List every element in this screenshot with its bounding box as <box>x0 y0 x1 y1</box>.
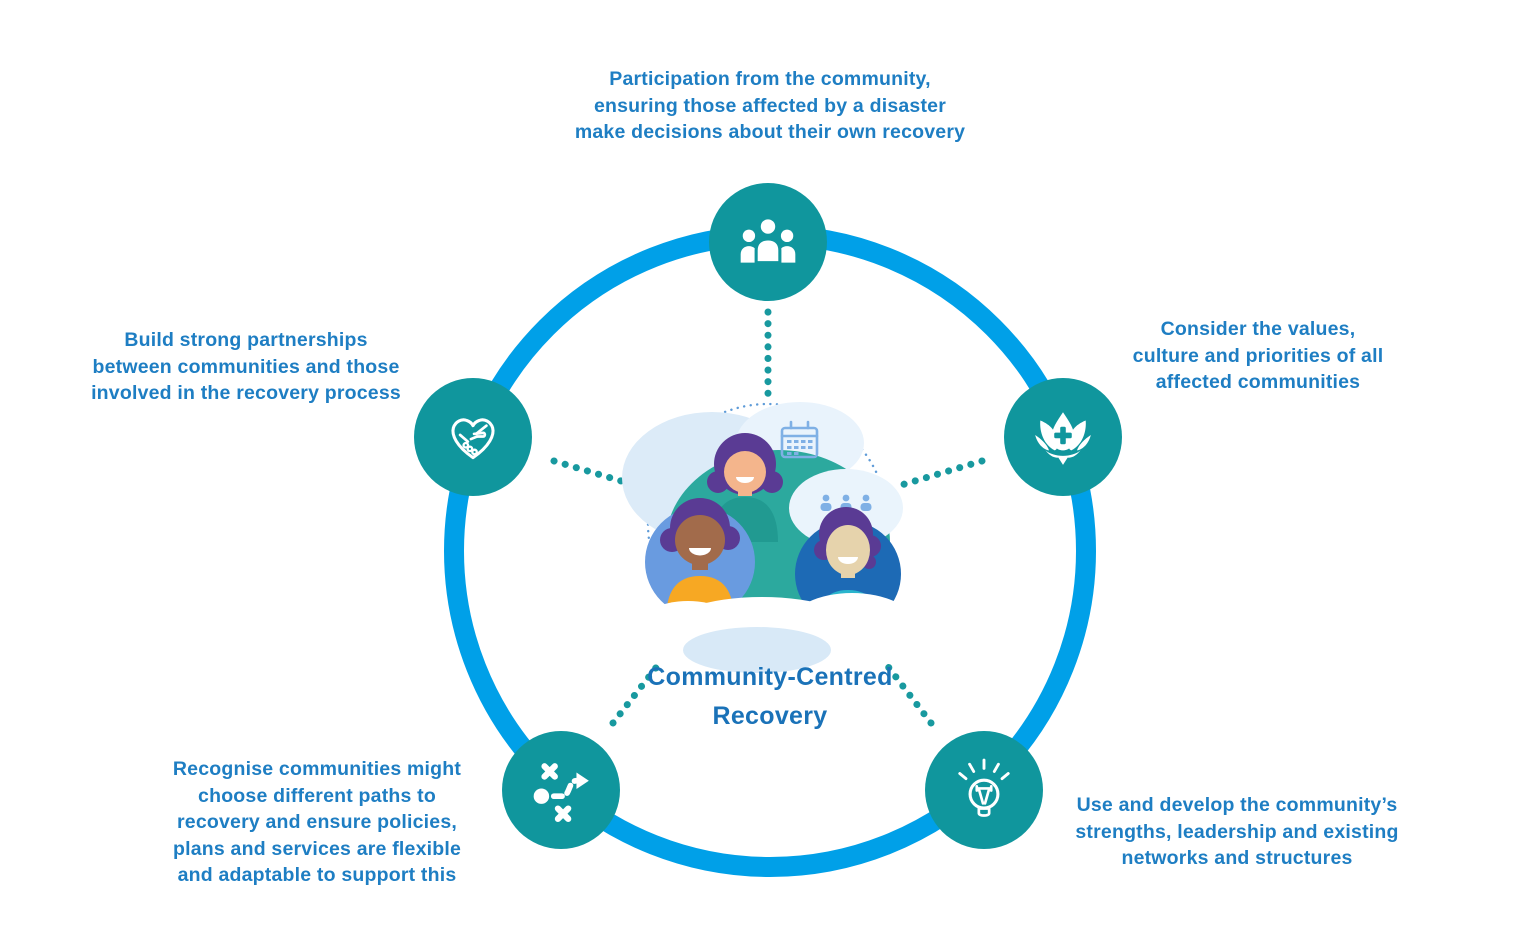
strategy-path-icon <box>533 763 589 822</box>
handshake-heart-icon <box>451 418 495 460</box>
group-people-icon <box>740 216 796 265</box>
label-partnerships: Build strong partnerships between commun… <box>91 329 401 404</box>
connector-right <box>894 457 986 490</box>
label-values: Consider the values, culture and priorit… <box>1132 318 1384 393</box>
center-illustration <box>622 402 914 673</box>
node-strengths <box>925 731 1043 849</box>
lightbulb-icon <box>958 758 1010 817</box>
node-participation <box>709 183 827 301</box>
person-top <box>707 433 783 542</box>
node-partnerships <box>414 378 532 496</box>
calendar-icon <box>780 420 819 459</box>
lotus-health-icon <box>1035 412 1091 465</box>
label-strengths: Use and develop the community’s strength… <box>1075 794 1399 869</box>
bubble-bottom <box>683 627 831 673</box>
connector-bottom-left <box>609 656 666 727</box>
node-values <box>1004 378 1122 496</box>
node-paths <box>502 731 620 849</box>
label-participation: Participation from the community, ensuri… <box>574 68 966 143</box>
diagram-title: Community-Centred Recovery <box>647 663 893 730</box>
connector-bottom-right <box>879 656 935 727</box>
label-paths: Recognise communities might choose diffe… <box>172 758 462 886</box>
